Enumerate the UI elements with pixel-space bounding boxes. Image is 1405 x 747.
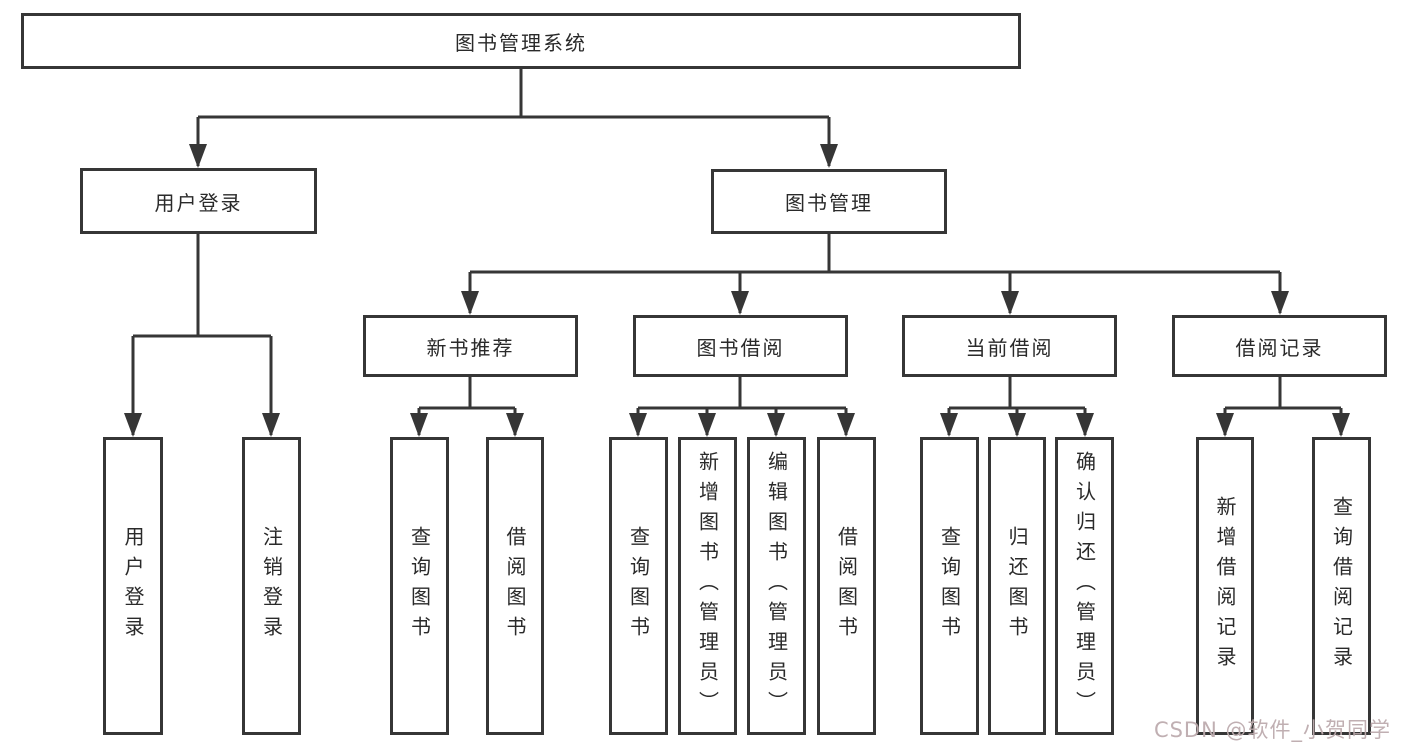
- arrowhead: [767, 413, 785, 437]
- connector-book-borrow-children: [629, 377, 855, 437]
- arrowhead: [1332, 413, 1350, 437]
- node-label: 新增借阅记录: [1213, 496, 1237, 676]
- node-label: 确认归还（管理员）: [1072, 451, 1097, 721]
- connector-root-to-level1: [189, 67, 838, 168]
- leaf-return-book: 归还图书: [988, 437, 1046, 735]
- connector-current-borrow-children: [940, 377, 1094, 437]
- node-label: 查询借阅记录: [1329, 496, 1354, 676]
- node-label: 用户登录: [121, 526, 145, 646]
- node-new-book-recommend: 新书推荐: [363, 315, 578, 377]
- node-label: 借阅图书: [503, 526, 527, 646]
- leaf-add-borrow-record: 新增借阅记录: [1196, 437, 1254, 735]
- leaf-user-login: 用户登录: [103, 437, 163, 735]
- arrowhead: [506, 413, 524, 437]
- arrowhead: [189, 144, 207, 168]
- leaf-logout: 注销登录: [242, 437, 301, 735]
- node-label: 用户登录: [154, 190, 243, 215]
- connector-new-book-recommend-children: [410, 377, 524, 437]
- node-label: 查询图书: [626, 526, 651, 646]
- node-label: 当前借阅: [965, 335, 1054, 360]
- leaf-borrow-book-recommend: 借阅图书: [486, 437, 544, 735]
- arrowhead: [262, 413, 280, 437]
- node-label: 归还图书: [1005, 526, 1029, 646]
- leaf-confirm-return-admin: 确认归还（管理员）: [1055, 437, 1114, 735]
- connector-book-management-children: [461, 234, 1289, 315]
- arrowhead: [1008, 413, 1026, 437]
- leaf-edit-book-admin: 编辑图书（管理员）: [747, 437, 806, 735]
- node-label: 注销登录: [259, 526, 284, 646]
- arrowhead: [1001, 291, 1019, 315]
- node-label: 图书借阅: [696, 335, 785, 360]
- arrowhead: [698, 413, 716, 437]
- node-book-management: 图书管理: [711, 169, 947, 234]
- node-label: 新书推荐: [426, 335, 515, 360]
- arrowhead: [124, 413, 142, 437]
- leaf-add-book-admin: 新增图书（管理员）: [678, 437, 737, 735]
- node-root-system: 图书管理系统: [21, 13, 1021, 69]
- leaf-query-book-borrow: 查询图书: [609, 437, 668, 735]
- node-label: 新增图书（管理员）: [695, 451, 720, 721]
- csdn-watermark: CSDN @软件_小贺同学: [1153, 718, 1391, 742]
- node-borrow-records: 借阅记录: [1172, 315, 1387, 377]
- arrowhead: [731, 291, 749, 315]
- connector-borrow-records-children: [1216, 377, 1350, 437]
- node-book-borrow: 图书借阅: [633, 315, 848, 377]
- node-label: 查询图书: [937, 526, 962, 646]
- arrowhead: [461, 291, 479, 315]
- arrowhead: [940, 413, 958, 437]
- node-label: 查询图书: [407, 526, 432, 646]
- connector-user-login-children: [124, 234, 280, 437]
- leaf-query-borrow-record: 查询借阅记录: [1312, 437, 1371, 735]
- leaf-borrow-book: 借阅图书: [817, 437, 876, 735]
- arrowhead: [410, 413, 428, 437]
- leaf-query-book-recommend: 查询图书: [390, 437, 449, 735]
- arrowhead: [1271, 291, 1289, 315]
- arrowhead: [629, 413, 647, 437]
- node-label: 编辑图书（管理员）: [764, 451, 789, 721]
- leaf-query-book-current: 查询图书: [920, 437, 979, 735]
- arrowhead: [1216, 413, 1234, 437]
- node-user-login: 用户登录: [80, 168, 317, 234]
- node-label: 借阅记录: [1235, 335, 1324, 360]
- node-label: 图书管理系统: [455, 30, 587, 55]
- arrowhead: [820, 144, 838, 168]
- node-label: 图书管理: [785, 191, 873, 215]
- node-label: 借阅图书: [834, 526, 859, 646]
- arrowhead: [837, 413, 855, 437]
- arrowhead: [1076, 413, 1094, 437]
- node-current-borrow: 当前借阅: [902, 315, 1117, 377]
